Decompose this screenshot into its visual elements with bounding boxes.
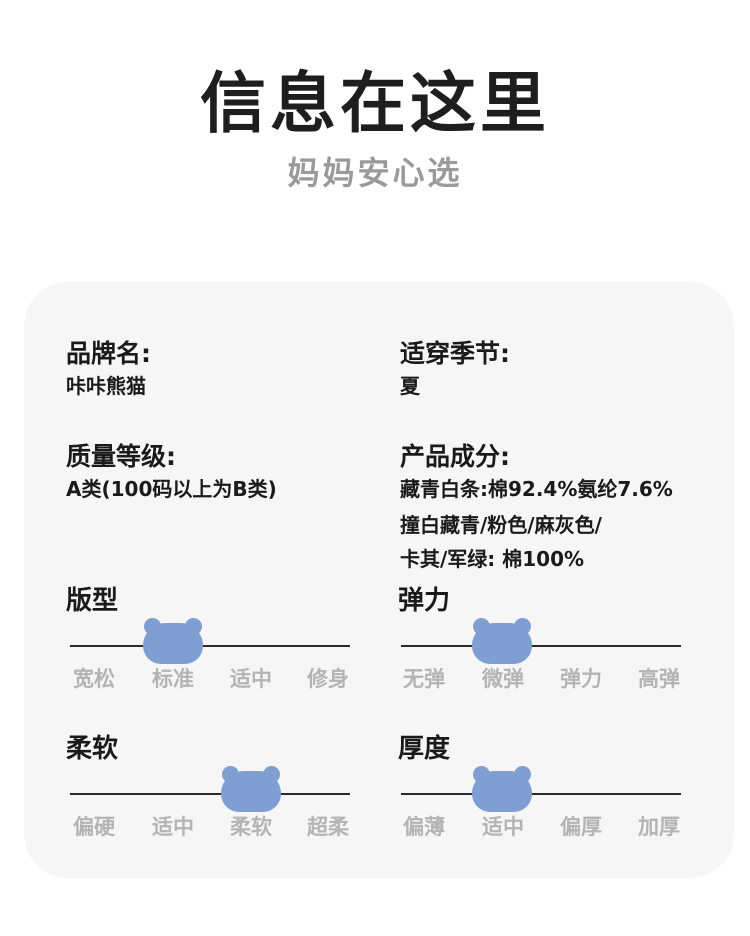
softness-label: 柔软 [66, 734, 119, 764]
fit-option[interactable]: 适中 [230, 667, 272, 691]
season-label: 适穿季节: [400, 339, 510, 368]
softness-option[interactable]: 超柔 [307, 815, 349, 839]
product-info-card: 品牌名: 咔咔熊猫 适穿季节: 夏 质量等级: A类(100码以上为B类) 产品… [24, 282, 734, 878]
elasticity-option[interactable]: 无弹 [403, 667, 445, 691]
brand-value: 咔咔熊猫 [66, 374, 146, 398]
softness-bear-handle[interactable] [221, 766, 281, 812]
thickness-option[interactable]: 偏厚 [560, 815, 602, 839]
season-value: 夏 [400, 374, 420, 398]
thickness-option[interactable]: 加厚 [638, 815, 680, 839]
quality-value: A类(100码以上为B类) [66, 477, 277, 501]
thickness-option[interactable]: 偏薄 [403, 815, 445, 839]
page-subtitle: 妈妈安心选 [287, 154, 463, 192]
fit-option[interactable]: 修身 [307, 667, 349, 691]
elasticity-option[interactable]: 微弹 [482, 667, 524, 691]
softness-option[interactable]: 柔软 [230, 815, 272, 839]
fit-option[interactable]: 宽松 [73, 667, 115, 691]
softness-option[interactable]: 适中 [152, 815, 194, 839]
fit-track [70, 645, 350, 647]
fit-label: 版型 [66, 586, 119, 616]
quality-label: 质量等级: [66, 442, 176, 471]
composition-line: 卡其/军绿: 棉100% [400, 547, 585, 571]
thickness-option[interactable]: 适中 [482, 815, 524, 839]
elasticity-label: 弹力 [398, 586, 451, 616]
composition-line: 藏青白条:棉92.4%氨纶7.6% [400, 477, 673, 501]
thickness-label: 厚度 [398, 734, 451, 764]
brand-label: 品牌名: [66, 339, 151, 368]
composition-label: 产品成分: [400, 442, 510, 471]
thickness-track [401, 793, 681, 795]
thickness-bear-handle[interactable] [472, 766, 532, 812]
elasticity-option[interactable]: 弹力 [560, 667, 602, 691]
composition-line: 撞白藏青/粉色/麻灰色/ [400, 513, 602, 537]
elasticity-track [401, 645, 681, 647]
page-title: 信息在这里 [200, 65, 550, 142]
softness-option[interactable]: 偏硬 [73, 815, 115, 839]
softness-track [70, 793, 350, 795]
fit-option[interactable]: 标准 [152, 667, 194, 691]
elasticity-option[interactable]: 高弹 [638, 667, 680, 691]
elasticity-bear-handle[interactable] [472, 618, 532, 664]
fit-bear-handle[interactable] [143, 618, 203, 664]
